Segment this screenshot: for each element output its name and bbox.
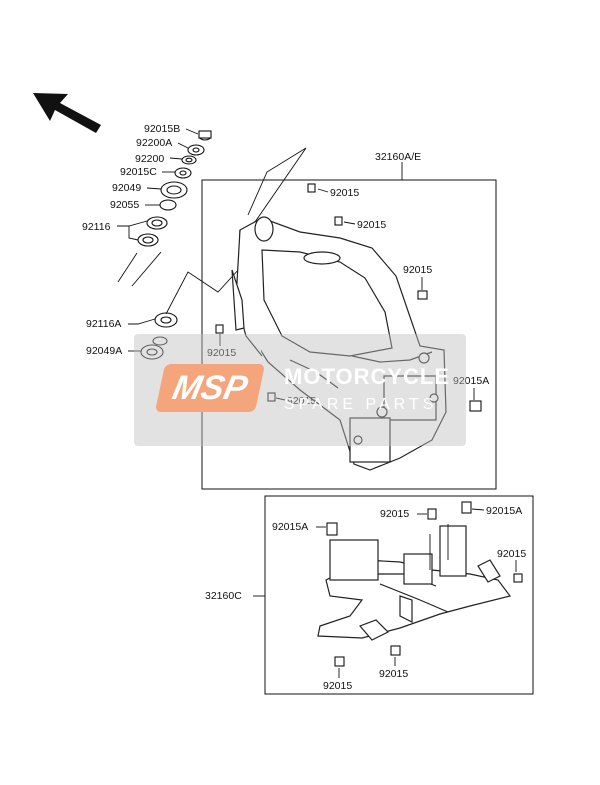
- label-92015A-main: 92015A: [453, 375, 489, 387]
- label-92015A-sub-right: 92015A: [486, 505, 522, 517]
- watermark: MSP MOTORCYCLE SPARE PARTS: [134, 334, 466, 446]
- label-92015-a: 92015: [330, 187, 359, 199]
- main-frame-bolts: [215, 183, 482, 412]
- watermark-subtitle: SPARE PARTS: [284, 396, 438, 413]
- label-92015-sub-bottom-left: 92015: [323, 680, 352, 692]
- label-92116: 92116: [82, 221, 111, 233]
- label-92055: 92055: [110, 199, 139, 211]
- label-92015-b: 92015: [357, 219, 386, 231]
- front-direction-arrow-icon: [33, 93, 101, 133]
- main-frame-box: [201, 179, 497, 490]
- label-92015B: 92015B: [144, 123, 180, 135]
- steering-stem-parts: [117, 130, 307, 360]
- label-32160AE: 32160A/E: [375, 151, 421, 163]
- label-92015-sub-right: 92015: [497, 548, 526, 560]
- label-92015-e: 92015: [287, 395, 316, 407]
- label-92116A: 92116A: [86, 318, 121, 330]
- label-92200A: 92200A: [136, 137, 172, 149]
- label-92049: 92049: [112, 182, 141, 194]
- label-92015-sub-bottom-right: 92015: [379, 668, 408, 680]
- label-32160C: 32160C: [205, 590, 242, 602]
- sub-frame-drawing: [317, 524, 512, 641]
- main-frame-drawing: [231, 216, 447, 471]
- watermark-title: MOTORCYCLE: [284, 364, 451, 389]
- label-92200: 92200: [135, 153, 164, 165]
- sub-frame-box: [264, 495, 534, 695]
- label-92015-sub-top: 92015: [380, 508, 409, 520]
- label-92015-c: 92015: [403, 264, 432, 276]
- label-92015-d: 92015: [207, 347, 236, 359]
- label-92015A-sub-left: 92015A: [272, 521, 308, 533]
- sub-frame-bolts: [326, 501, 523, 667]
- watermark-logo: MSP: [154, 364, 266, 412]
- label-92015C: 92015C: [120, 166, 157, 178]
- label-92049A: 92049A: [86, 345, 122, 357]
